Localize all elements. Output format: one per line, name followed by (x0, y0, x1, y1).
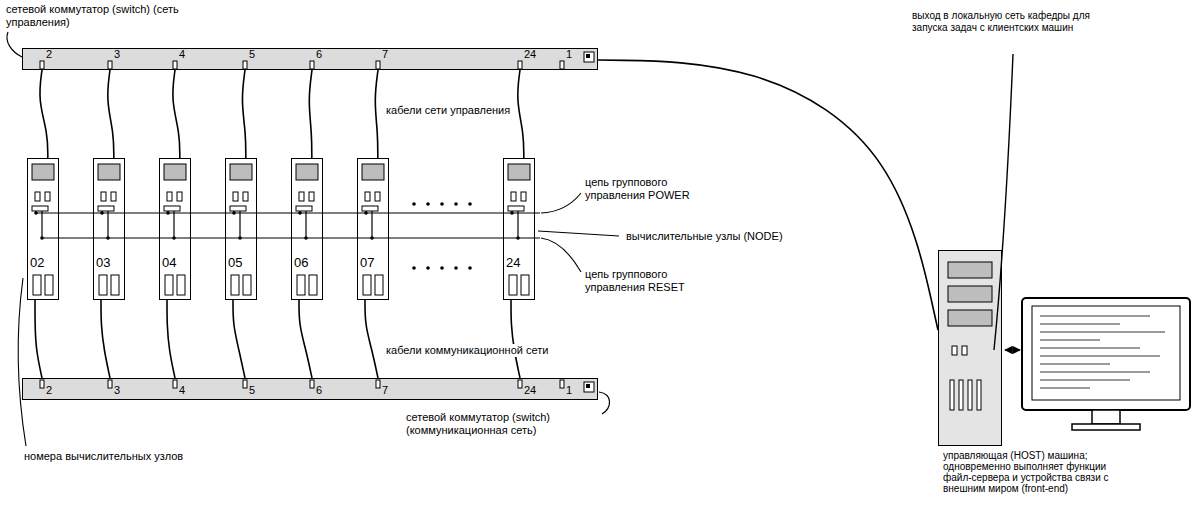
switch-icon (584, 52, 594, 62)
port-number: 3 (114, 384, 120, 397)
compute-node: 04 (159, 158, 191, 300)
bus-label: цепь группового управления POWER (585, 176, 700, 202)
note-label: номера вычислительных узлов (24, 450, 183, 463)
port-glyphs (40, 61, 564, 388)
network-cable (375, 70, 378, 158)
switch-bar: сетевой коммутатор (switch) (сеть управл… (22, 48, 598, 70)
node-label: вычислительные узлы (NODE) (624, 230, 785, 243)
leader-line (541, 193, 581, 213)
network-cable (518, 70, 524, 158)
port-number: 4 (179, 384, 185, 397)
host-ports (950, 346, 981, 410)
leader-line (538, 231, 619, 236)
port-number: 1 (566, 384, 572, 397)
port-number: 7 (382, 48, 388, 61)
note-label: выход в локальную сеть кафедры для запус… (912, 10, 1112, 34)
leader-line (541, 238, 581, 272)
node-caption: управляющая (HOST) машина; одновременно … (943, 450, 1121, 494)
network-cable (365, 300, 378, 378)
port-number: 5 (249, 384, 255, 397)
compute-node: 07 (357, 158, 389, 300)
port-number: 7 (382, 384, 388, 397)
switch-bar-fill (22, 48, 598, 70)
node-body (27, 158, 535, 300)
power-bus (36, 212, 540, 213)
cable-label: кабели сети управления (384, 104, 512, 117)
network-cable (108, 70, 114, 158)
network-cable (101, 300, 110, 378)
network-cable (233, 300, 245, 378)
network-cable (173, 70, 180, 158)
node-number: 06 (294, 255, 308, 271)
port-number: 1 (566, 48, 572, 61)
node-number: 05 (228, 255, 242, 271)
port-number: 24 (524, 384, 536, 397)
node-number: 07 (360, 255, 374, 271)
compute-node: 05 (225, 158, 257, 300)
network-cable (242, 70, 245, 158)
ellipsis-dots (412, 202, 472, 270)
node-caption: сетевой коммутатор (switch) (коммуникаци… (406, 411, 581, 437)
port-number: 2 (46, 384, 52, 397)
bracket (599, 392, 610, 414)
node-number: 02 (30, 255, 44, 271)
port-number: 24 (524, 48, 536, 61)
network-cable (167, 300, 175, 378)
drive-bays (948, 262, 992, 326)
bracket (7, 32, 22, 57)
network-cable (35, 300, 42, 378)
compute-node: 24 (503, 158, 535, 300)
network-cable (299, 300, 312, 378)
port-number: 6 (316, 48, 322, 61)
switch-icon (584, 382, 594, 392)
switch-bar-fill (22, 378, 598, 400)
host-machine: управляющая (HOST) машина; одновременно … (938, 250, 1002, 446)
switch-bar: сетевой коммутатор (switch) (коммуникаци… (22, 378, 598, 400)
cable-label: кабели коммуникационной сети (384, 344, 550, 357)
bus-label: цепь группового управления RESET (585, 268, 700, 294)
node-number: 03 (96, 255, 110, 271)
compute-node: 06 (291, 158, 323, 300)
monitor (1022, 298, 1190, 430)
lan-cable (994, 54, 1013, 350)
port-number: 4 (179, 48, 185, 61)
host-tower-fill (938, 250, 1002, 446)
port-number: 3 (114, 48, 120, 61)
port-number: 5 (249, 48, 255, 61)
leader-line (18, 278, 26, 446)
io-arrow (1005, 349, 1020, 350)
port-number: 6 (316, 384, 322, 397)
network-cable (40, 70, 48, 158)
node-number: 04 (162, 255, 176, 271)
port-number: 2 (46, 48, 52, 61)
node-number: 24 (506, 255, 520, 271)
compute-node: 02 (27, 158, 59, 300)
network-cable (309, 70, 312, 158)
network-cable (511, 300, 520, 378)
node-caption: сетевой коммутатор (switch) (сеть управл… (6, 3, 181, 29)
compute-node: 03 (93, 158, 125, 300)
